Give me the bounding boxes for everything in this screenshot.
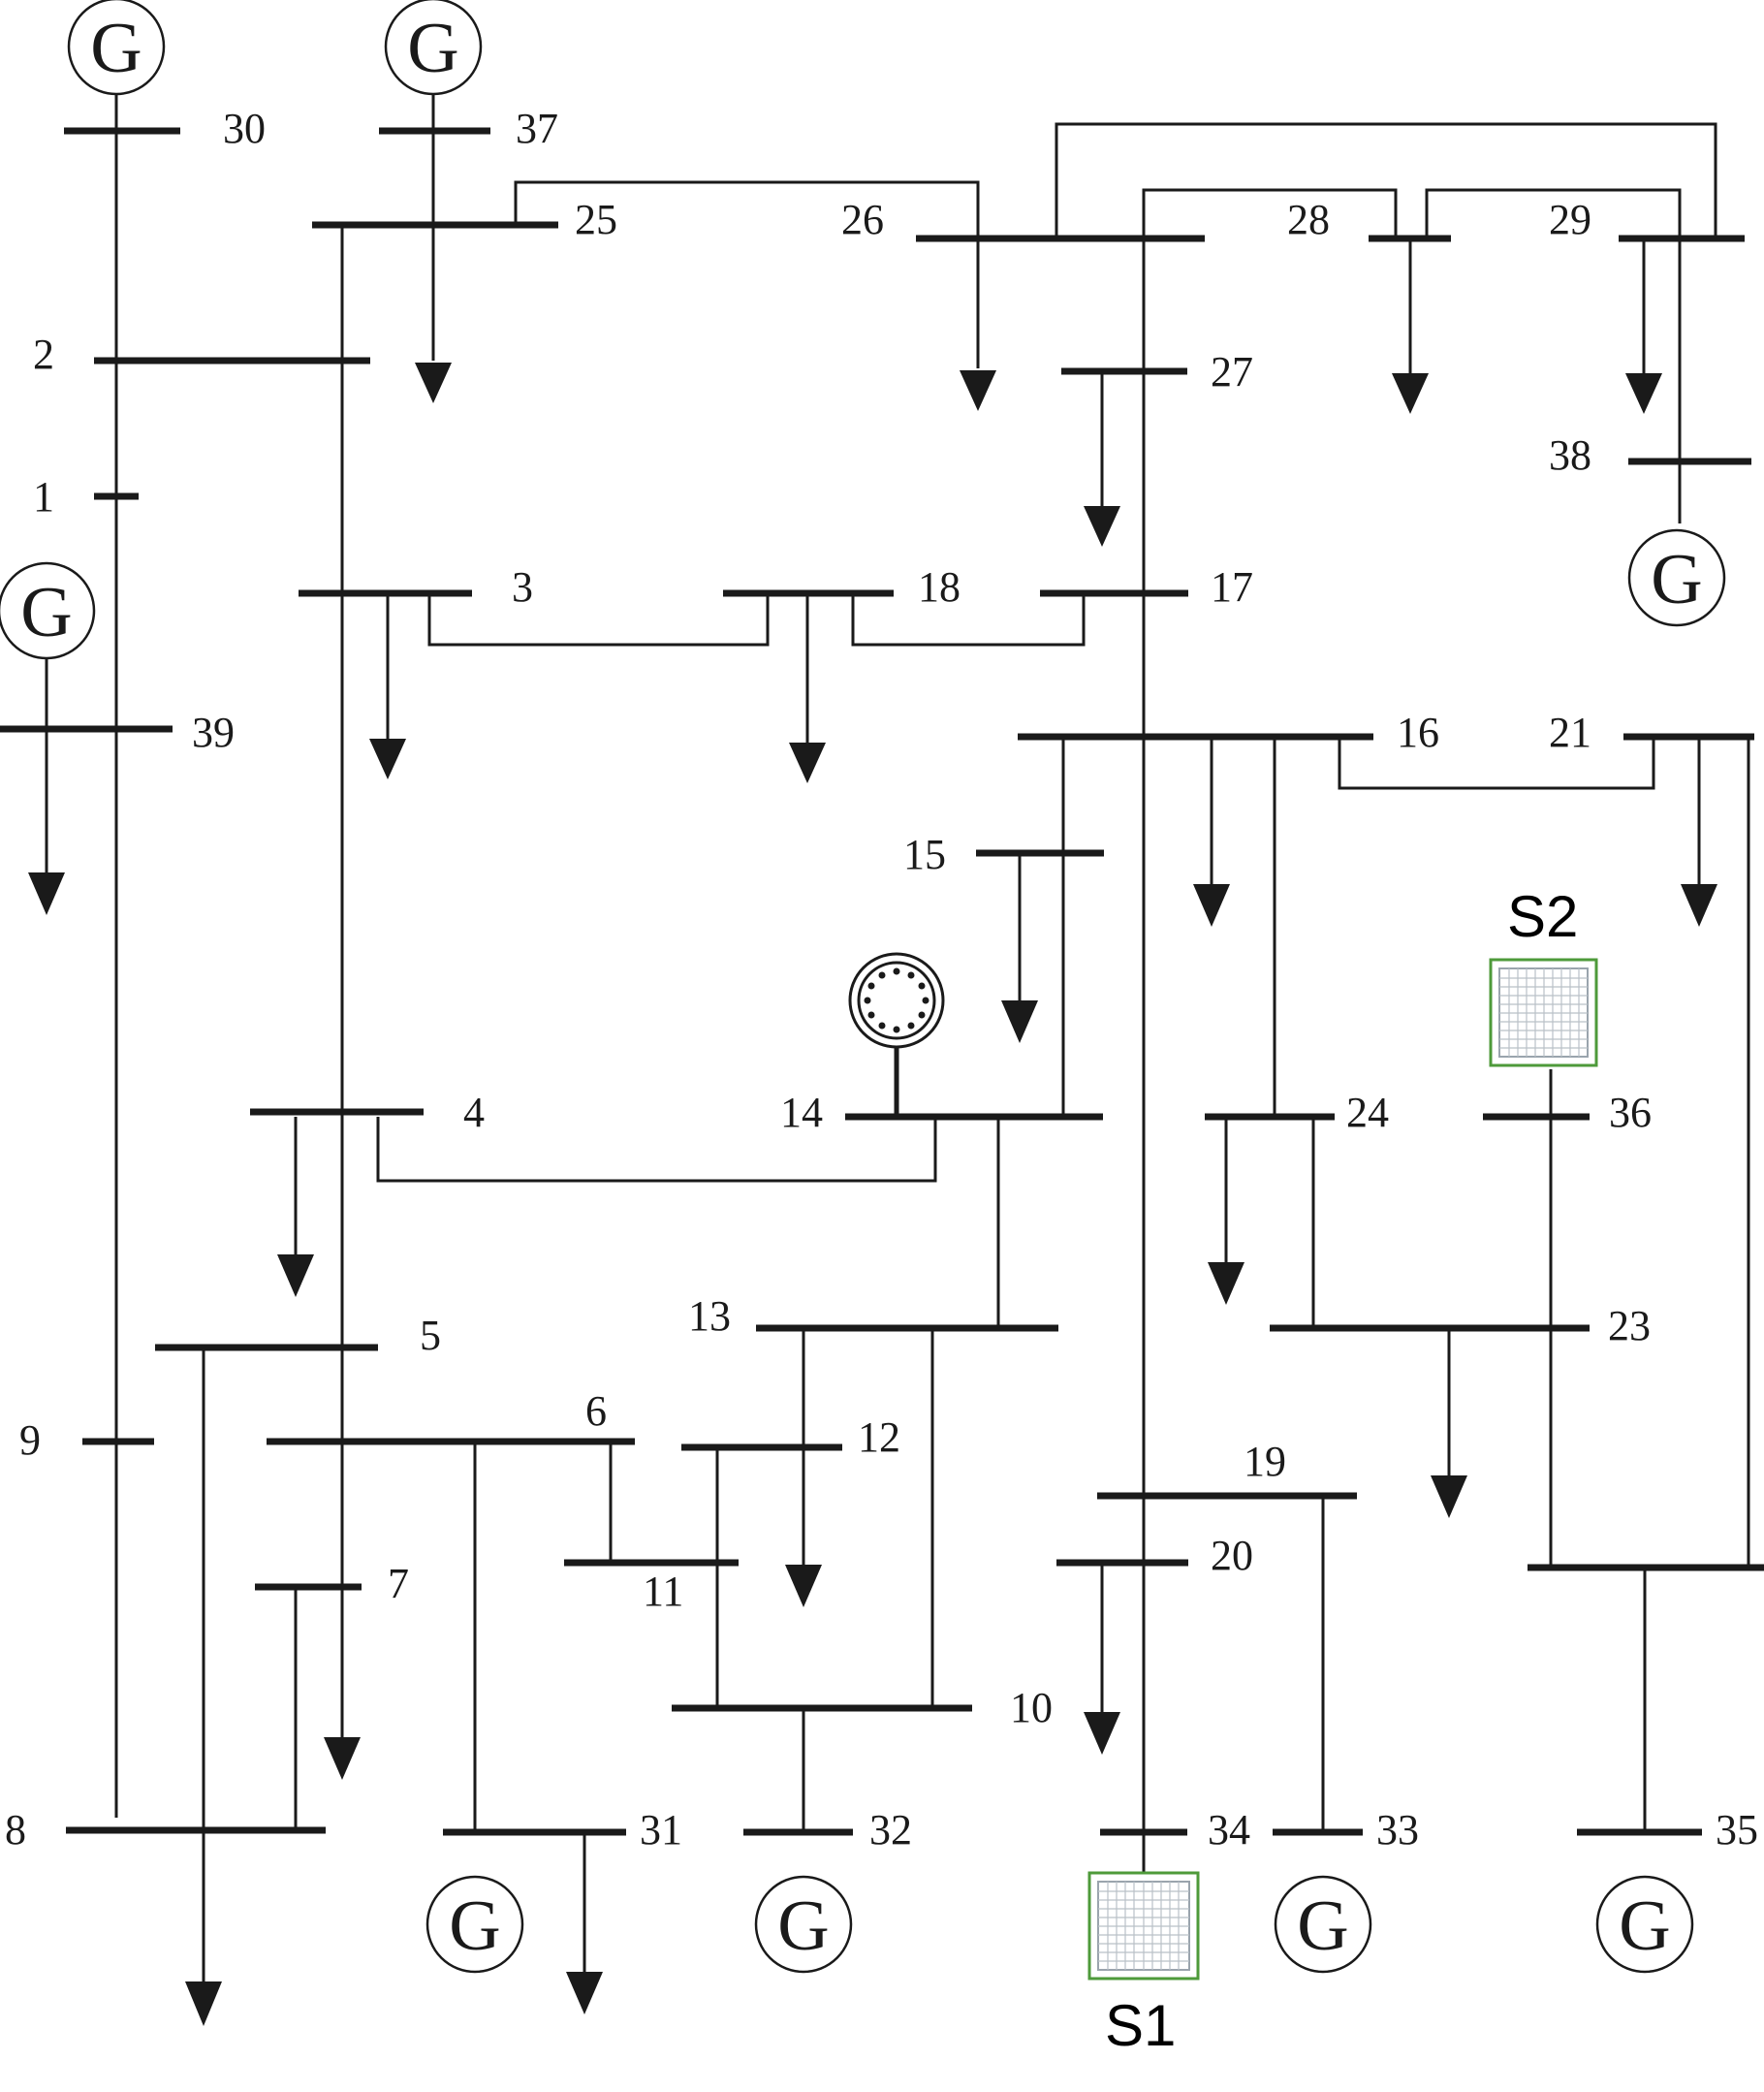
generators: G G G G G G G G	[0, 0, 1726, 1974]
synchronous-condenser-icon	[848, 952, 945, 1049]
storage-unit-s1-icon	[1087, 1871, 1200, 1981]
load-arrow-icon	[566, 1972, 603, 2014]
line-25-26	[514, 180, 980, 368]
bus-label-16: 16	[1397, 709, 1439, 756]
generator-icon: G	[384, 0, 483, 96]
load-arrow-icon	[789, 743, 826, 783]
load-arrow-icon	[1001, 1000, 1038, 1043]
load-arrow-icon	[1681, 884, 1717, 927]
bus-label-8: 8	[5, 1806, 26, 1854]
bus-label-18: 18	[918, 563, 961, 611]
generator-icon: G	[754, 1875, 853, 1974]
bus-label-29: 29	[1549, 196, 1591, 243]
load-arrows	[28, 363, 1717, 2026]
bus-label-6: 6	[585, 1387, 607, 1435]
generator-label: G	[777, 1886, 829, 1966]
bus-label-37: 37	[516, 105, 558, 152]
bus-label-20: 20	[1211, 1532, 1253, 1579]
bus-label-11: 11	[643, 1568, 683, 1615]
bus-label-31: 31	[640, 1806, 682, 1854]
generator-icon: G	[1595, 1875, 1694, 1974]
generator-icon: G	[1274, 1875, 1372, 1974]
generator-label: G	[1619, 1886, 1670, 1966]
bus-label-9: 9	[19, 1416, 41, 1464]
bus-label-38: 38	[1549, 431, 1591, 479]
bus-label-25: 25	[575, 196, 617, 243]
load-arrow-icon	[1193, 884, 1230, 927]
bus-label-35: 35	[1716, 1806, 1758, 1854]
bus-label-36: 36	[1609, 1089, 1652, 1136]
generator-icon: G	[425, 1875, 524, 1974]
load-arrow-icon	[1625, 373, 1662, 414]
bus-label-10: 10	[1010, 1684, 1053, 1731]
bus-label-5: 5	[420, 1312, 441, 1359]
generator-icon: G	[0, 561, 96, 660]
bus-label-24: 24	[1346, 1089, 1389, 1136]
bus-label-3: 3	[512, 563, 533, 611]
load-arrow-icon	[28, 872, 65, 915]
bus-label-12: 12	[858, 1413, 900, 1461]
load-arrow-icon	[1431, 1475, 1467, 1518]
bus-label-26: 26	[841, 196, 884, 243]
load-arrow-icon	[369, 739, 406, 779]
bus-label-23: 23	[1608, 1302, 1651, 1349]
bus-label-34: 34	[1208, 1806, 1250, 1854]
load-arrow-icon	[785, 1565, 822, 1607]
bus-label-27: 27	[1211, 348, 1253, 396]
line-3-18	[427, 593, 770, 647]
bus-label-33: 33	[1376, 1806, 1419, 1854]
bus-label-15: 15	[903, 831, 946, 878]
load-arrow-icon	[185, 1981, 222, 2026]
generator-label: G	[1651, 540, 1702, 619]
line-16-21	[1338, 737, 1655, 790]
generator-icon: G	[1627, 528, 1726, 627]
bus-label-21: 21	[1549, 709, 1591, 756]
bus-label-32: 32	[869, 1806, 912, 1854]
load-arrow-icon	[1208, 1262, 1244, 1305]
line-28-29	[1425, 188, 1682, 523]
line-18-17	[851, 593, 1086, 647]
load-arrow-icon	[415, 363, 452, 403]
bus-label-19: 19	[1244, 1438, 1286, 1485]
load-arrow-icon	[960, 370, 996, 411]
bus-label-4: 4	[463, 1089, 485, 1136]
storage-label-s2: S2	[1507, 884, 1578, 949]
load-arrow-icon	[1084, 1712, 1120, 1755]
load-arrow-icon	[324, 1737, 361, 1780]
load-arrow-icon	[1084, 506, 1120, 547]
load-arrow-icon	[1392, 373, 1429, 414]
bus-label-13: 13	[688, 1292, 731, 1340]
generator-icon: G	[67, 0, 166, 96]
bus-bars	[0, 127, 1764, 1836]
transmission-lines	[45, 95, 1750, 1987]
bus-labels: 30 37 25 26 28 29 2 27 38 1 3 18 17 39 1…	[5, 105, 1758, 1854]
generator-label: G	[1297, 1886, 1348, 1966]
storage-label-s1: S1	[1105, 1993, 1176, 2058]
bus-label-14: 14	[780, 1089, 823, 1136]
line-26-28	[1142, 188, 1398, 238]
line-26-29	[1055, 122, 1717, 238]
bus-label-17: 17	[1211, 563, 1253, 611]
generator-label: G	[20, 573, 72, 652]
storage-unit-s2-icon	[1489, 958, 1598, 1067]
generator-label: G	[449, 1886, 500, 1966]
bus-label-1: 1	[33, 473, 54, 521]
bus-label-2: 2	[33, 331, 54, 378]
bus-label-7: 7	[388, 1560, 409, 1607]
generator-label: G	[407, 9, 458, 88]
generator-label: G	[90, 9, 142, 88]
line-4-14	[376, 1117, 937, 1183]
bus-label-39: 39	[192, 709, 235, 756]
bus-label-28: 28	[1287, 196, 1330, 243]
load-arrow-icon	[277, 1254, 314, 1297]
bus-label-30: 30	[223, 105, 266, 152]
